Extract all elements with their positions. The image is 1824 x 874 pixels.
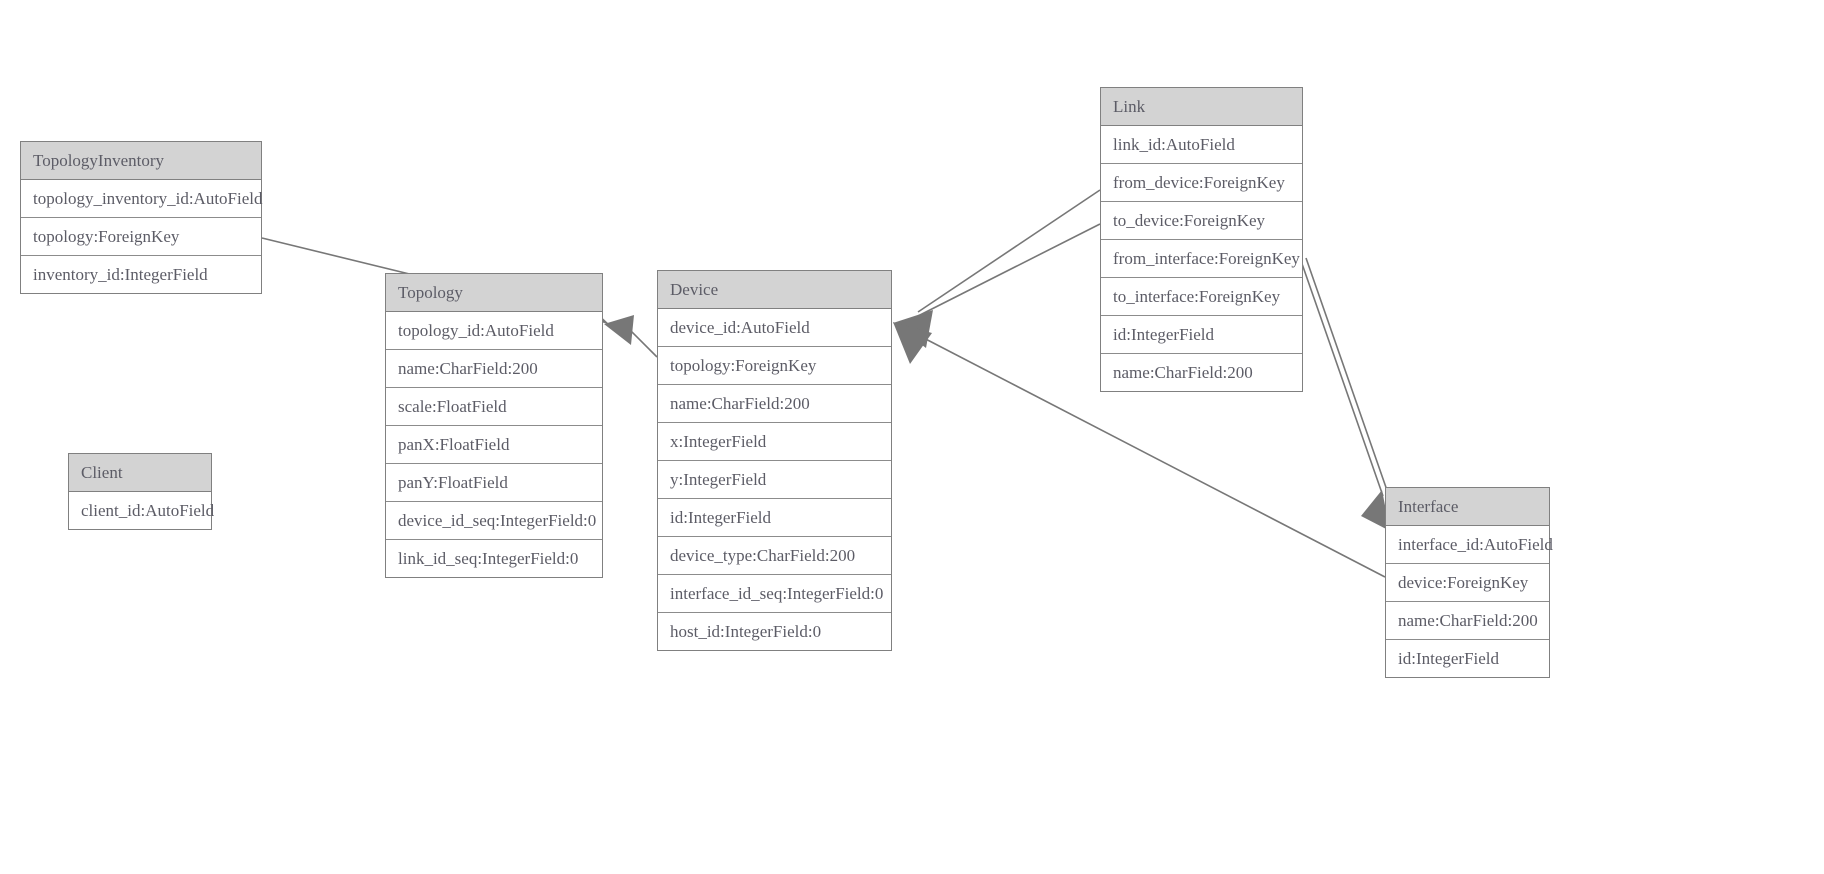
entity-field: interface_id:AutoField [1386,526,1553,563]
entity-field: topology:ForeignKey [658,346,891,384]
entity-field: scale:FloatField [386,387,602,425]
entity-field: inventory_id:IntegerField [21,255,261,293]
entity-field-list: topology_inventory_id:AutoField topology… [21,180,263,293]
edge-device-topology [604,315,658,358]
entity-field: id:IntegerField [658,498,891,536]
entity-field: device_id:AutoField [658,309,891,346]
entity-field: name:CharField:200 [386,349,602,387]
entity-field: client_id:AutoField [69,492,214,529]
entity-device[interactable]: Device device_id:AutoField topology:Fore… [657,270,892,651]
entity-field: topology_inventory_id:AutoField [21,180,263,217]
entity-field: panY:FloatField [386,463,602,501]
entity-field: device_id_seq:IntegerField:0 [386,501,602,539]
entity-field: x:IntegerField [658,422,891,460]
entity-field: link_id:AutoField [1101,126,1302,163]
entity-topology-inventory[interactable]: TopologyInventory topology_inventory_id:… [20,141,263,294]
entity-field: name:CharField:200 [1101,353,1302,391]
entity-title: TopologyInventory [21,142,261,180]
entity-field: link_id_seq:IntegerField:0 [386,539,602,577]
entity-field-list: topology_id:AutoField name:CharField:200… [386,312,602,577]
entity-title: Link [1101,88,1302,126]
entity-title: Interface [1386,488,1549,526]
entity-link[interactable]: Link link_id:AutoField from_device:Forei… [1100,87,1303,392]
edge-link-todevice [917,223,1101,317]
arrowhead-device-top [893,310,933,348]
entity-field: name:CharField:200 [658,384,891,422]
entity-field: to_device:ForeignKey [1101,201,1302,239]
entity-field: name:CharField:200 [1386,601,1549,639]
entity-field-list: client_id:AutoField [69,492,214,529]
entity-client[interactable]: Client client_id:AutoField [68,453,214,530]
entity-field: device_type:CharField:200 [658,536,891,574]
edge-link-tointerface [1305,257,1390,497]
entity-field: from_interface:ForeignKey [1101,239,1302,277]
entity-title: Topology [386,274,602,312]
entity-field-list: link_id:AutoField from_device:ForeignKey… [1101,126,1302,391]
entity-field: y:IntegerField [658,460,891,498]
entity-field: device:ForeignKey [1386,563,1549,601]
entity-topology[interactable]: Topology topology_id:AutoField name:Char… [385,273,603,578]
entity-field: panX:FloatField [386,425,602,463]
entity-field: host_id:IntegerField:0 [658,612,891,650]
entity-title: Client [69,454,211,492]
entity-field: to_interface:ForeignKey [1101,277,1302,315]
entity-field-list: interface_id:AutoField device:ForeignKey… [1386,526,1553,677]
arrowhead-device-bottom [893,322,932,364]
entity-field: topology_id:AutoField [386,312,602,349]
entity-interface[interactable]: Interface interface_id:AutoField device:… [1385,487,1553,678]
entity-field: id:IntegerField [1101,315,1302,353]
entity-field: id:IntegerField [1386,639,1549,677]
entity-field: from_device:ForeignKey [1101,163,1302,201]
entity-field-list: device_id:AutoField topology:ForeignKey … [658,309,891,650]
edge-link-fromdevice [917,189,1101,313]
entity-field: interface_id_seq:IntegerField:0 [658,574,891,612]
entity-title: Device [658,271,891,309]
entity-field: topology:ForeignKey [21,217,261,255]
edge-link-frominterface [1299,257,1384,497]
